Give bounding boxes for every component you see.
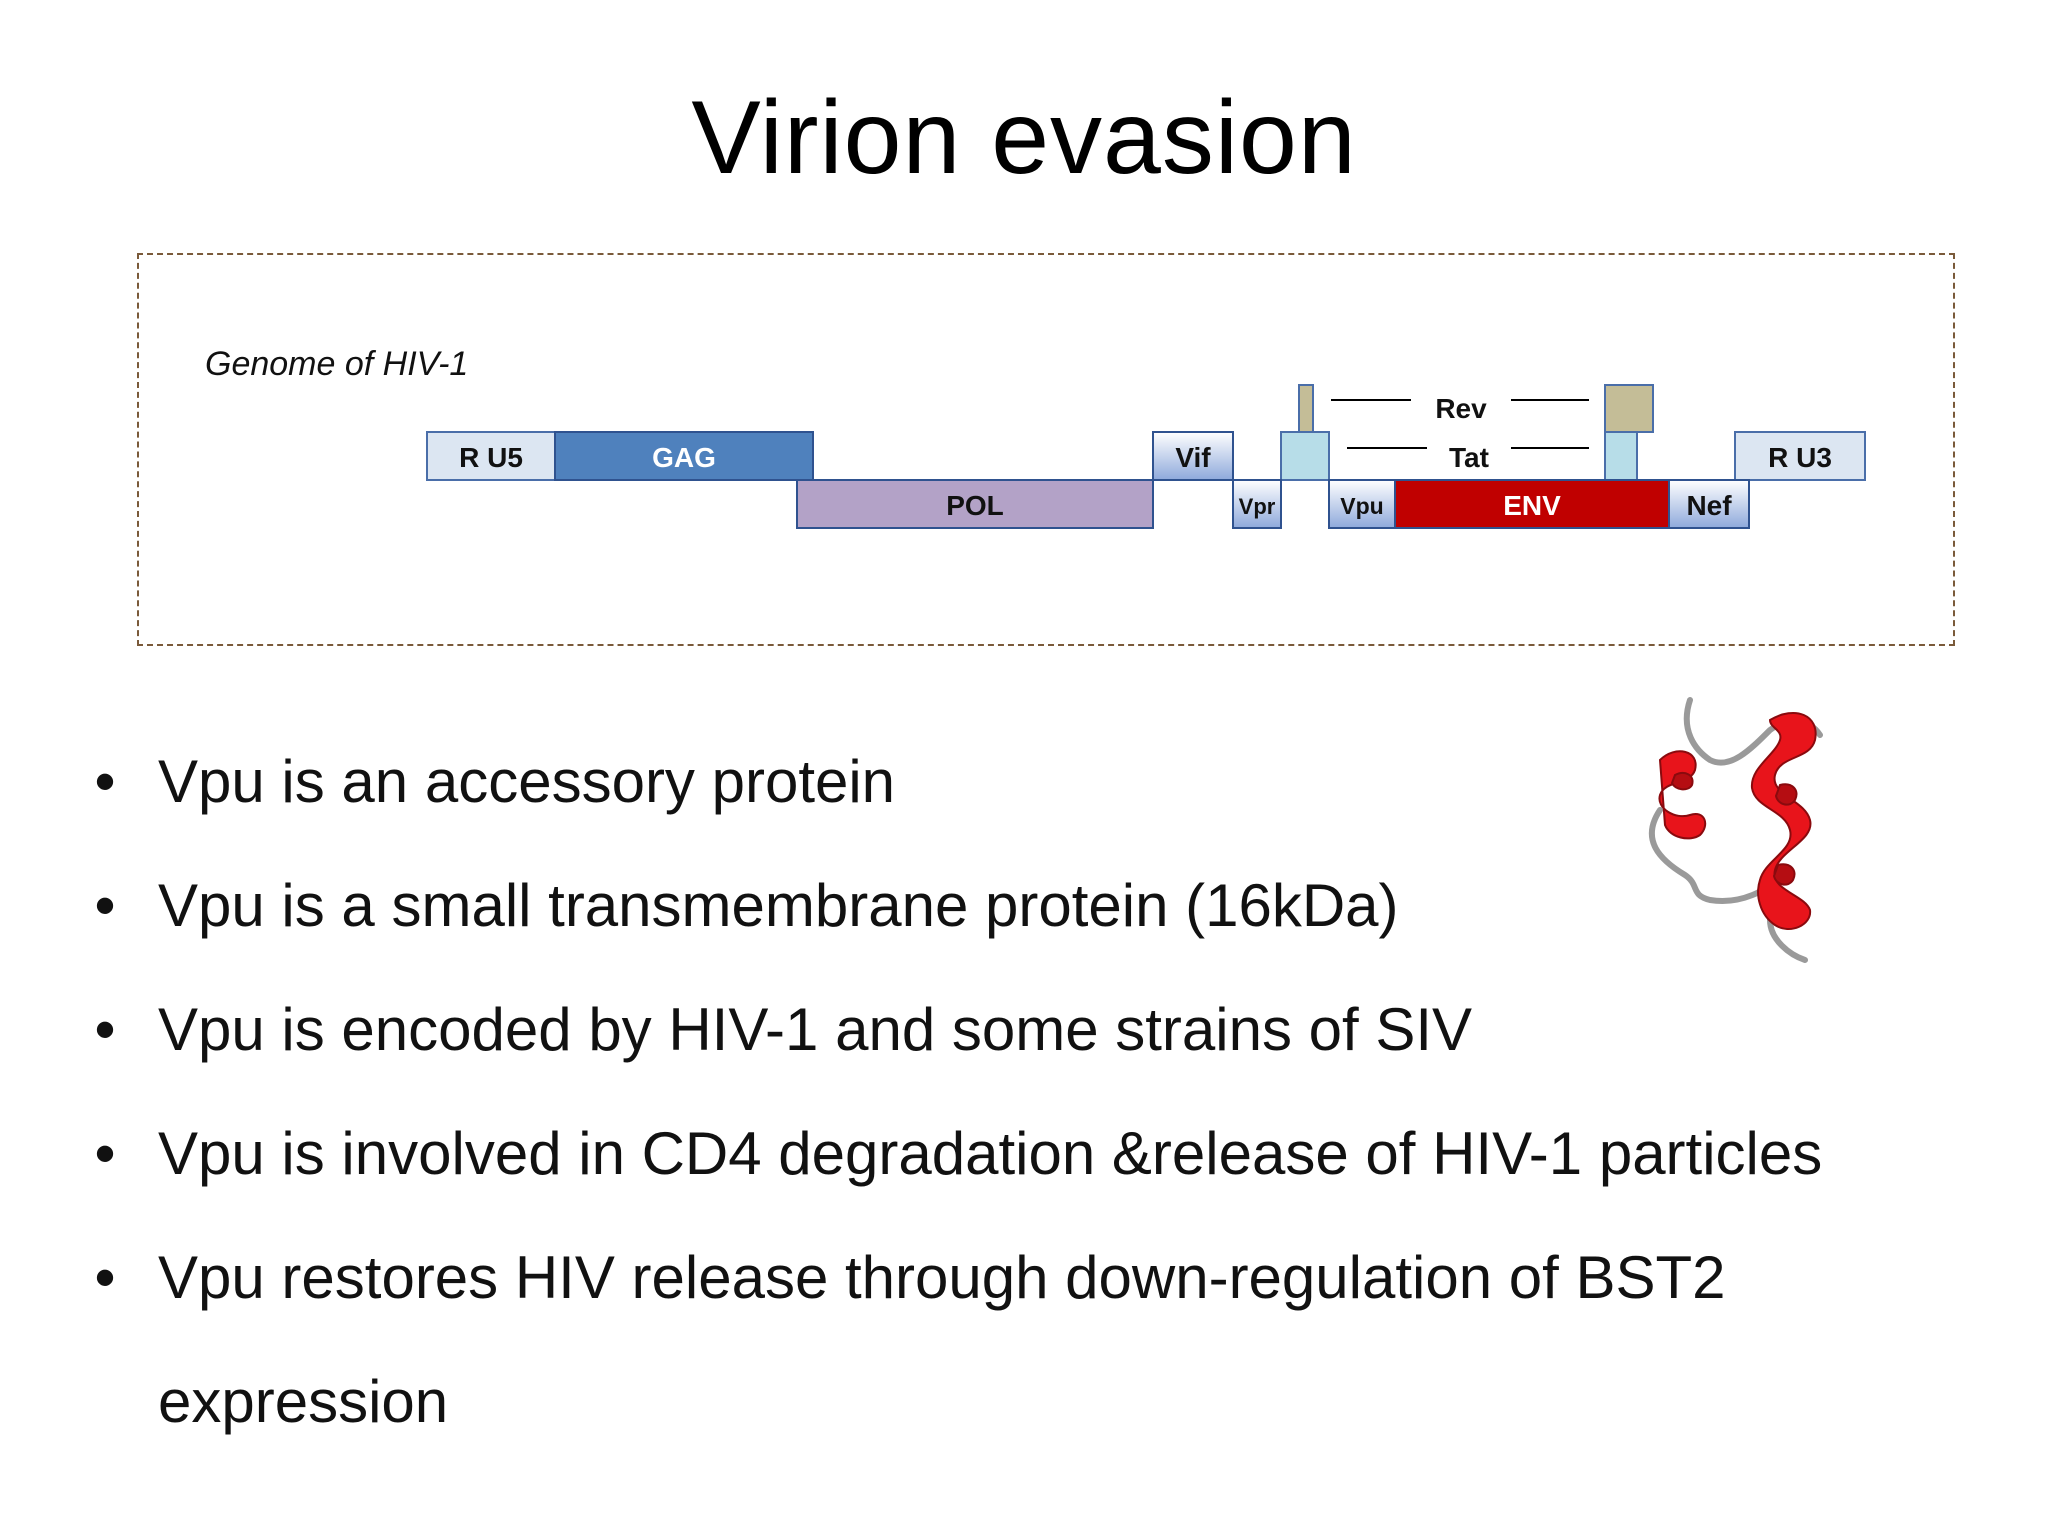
gene-vif-box — [1152, 431, 1234, 481]
gene-nef-label: Nef — [1686, 490, 1732, 521]
bullet-continuation-text: expression — [158, 1368, 449, 1435]
bullet-item: • Vpu is a small transmembrane protein (… — [90, 844, 1950, 968]
bullet-item: • Vpu is an accessory protein — [90, 720, 1950, 844]
bullet-list: • Vpu is an accessory protein • Vpu is a… — [90, 720, 1950, 1464]
genome-label: Genome of HIV-1 — [205, 345, 468, 383]
protein-helix-right — [1750, 711, 1817, 930]
bullet-dot: • — [94, 748, 116, 815]
rev-exon2-box — [1604, 384, 1654, 433]
gene-gag-label: GAG — [652, 442, 716, 473]
tat-exon1-box — [1280, 431, 1330, 481]
bullet-text: Vpu is involved in CD4 degradation &rele… — [158, 1120, 1823, 1187]
protein-helix-left — [1658, 750, 1707, 840]
gene-pol-label: POL — [946, 490, 1004, 521]
bullet-dot: • — [94, 996, 116, 1063]
genome-diagram-box: Genome of HIV-1 R U5 GAG Vif Rev Tat R U… — [137, 253, 1955, 646]
bullet-dot: • — [94, 1120, 116, 1187]
genome-diagram: Genome of HIV-1 R U5 GAG Vif Rev Tat R U… — [205, 345, 1866, 529]
gene-env-label: ENV — [1503, 490, 1561, 521]
bullet-text: Vpu restores HIV release through down-re… — [158, 1244, 1726, 1311]
rev-exon1-box — [1298, 384, 1314, 433]
gene-gag-box — [554, 431, 814, 481]
gene-rev-label: Rev — [1435, 393, 1487, 424]
bullet-text: Vpu is encoded by HIV-1 and some strains… — [158, 996, 1473, 1063]
protein-structure-icon — [1648, 697, 1823, 963]
bullet-continuation: expression — [90, 1340, 1950, 1464]
gene-ru3-box — [1734, 431, 1866, 481]
bullet-item: • Vpu restores HIV release through down-… — [90, 1216, 1950, 1340]
gene-vpr-label: Vpr — [1239, 494, 1276, 519]
gene-ru5-box — [426, 431, 556, 481]
bullet-dot: • — [94, 1244, 116, 1311]
bullet-item: • Vpu is involved in CD4 degradation &re… — [90, 1092, 1950, 1216]
bullet-text: Vpu is a small transmembrane protein (16… — [158, 872, 1399, 939]
gene-pol-box — [796, 479, 1154, 529]
bullet-dot: • — [94, 872, 116, 939]
bullet-item: • Vpu is encoded by HIV-1 and some strai… — [90, 968, 1950, 1092]
tat-exon2-box — [1604, 431, 1638, 481]
slide-title: Virion evasion — [691, 80, 1357, 196]
gene-ru5-label: R U5 — [459, 442, 523, 473]
gene-vpu-label: Vpu — [1340, 493, 1383, 519]
gene-vif-label: Vif — [1175, 442, 1211, 473]
bullet-text: Vpu is an accessory protein — [158, 748, 896, 815]
gene-tat-label: Tat — [1449, 442, 1489, 473]
gene-vpr-box — [1232, 479, 1282, 529]
gene-ru3-label: R U3 — [1768, 442, 1832, 473]
gene-nef-box — [1668, 479, 1750, 529]
